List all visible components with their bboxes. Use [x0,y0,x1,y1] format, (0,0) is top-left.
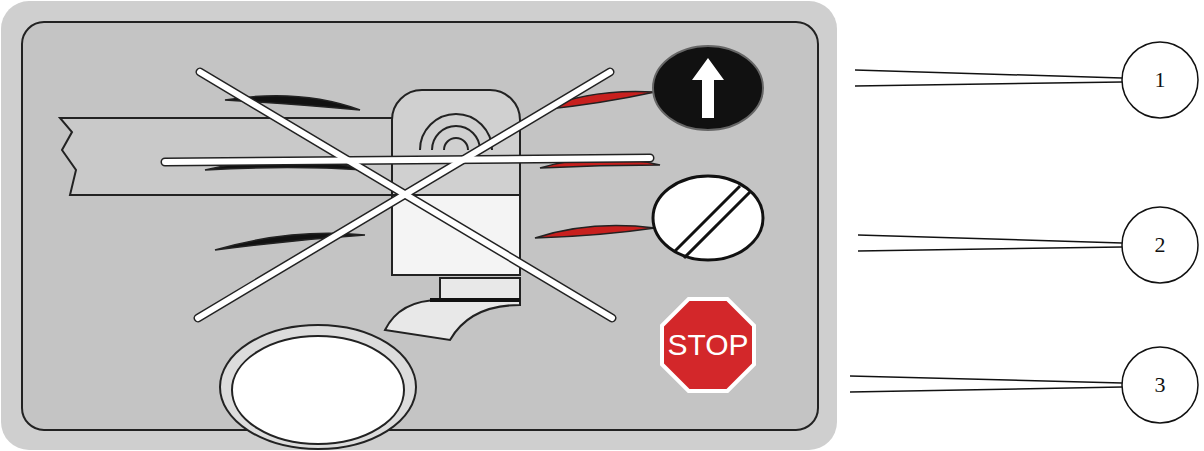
stop-sign: STOP [660,297,756,393]
panel-outer [1,1,837,450]
callout-number: 2 [1130,215,1190,275]
cross-out-outline [165,72,650,318]
knob-lower [392,195,520,275]
push-button [232,336,404,444]
octagon-fill [664,301,752,389]
stalk-neck [385,278,520,340]
cross-out [165,72,650,318]
panel-inner [22,22,818,430]
off-symbol [653,176,763,260]
callout-number: 1 [1130,50,1190,110]
callout-number: 3 [1130,355,1190,415]
leader-lines [850,70,1122,392]
neck-band [430,298,520,302]
continuous-symbol [653,46,763,130]
push-button-rim [220,325,416,449]
octagon-border [660,297,756,393]
callout-circles [1122,42,1198,423]
up-arrow [692,58,724,118]
stop-text: STOP [667,328,748,362]
off-slashes [674,186,750,258]
